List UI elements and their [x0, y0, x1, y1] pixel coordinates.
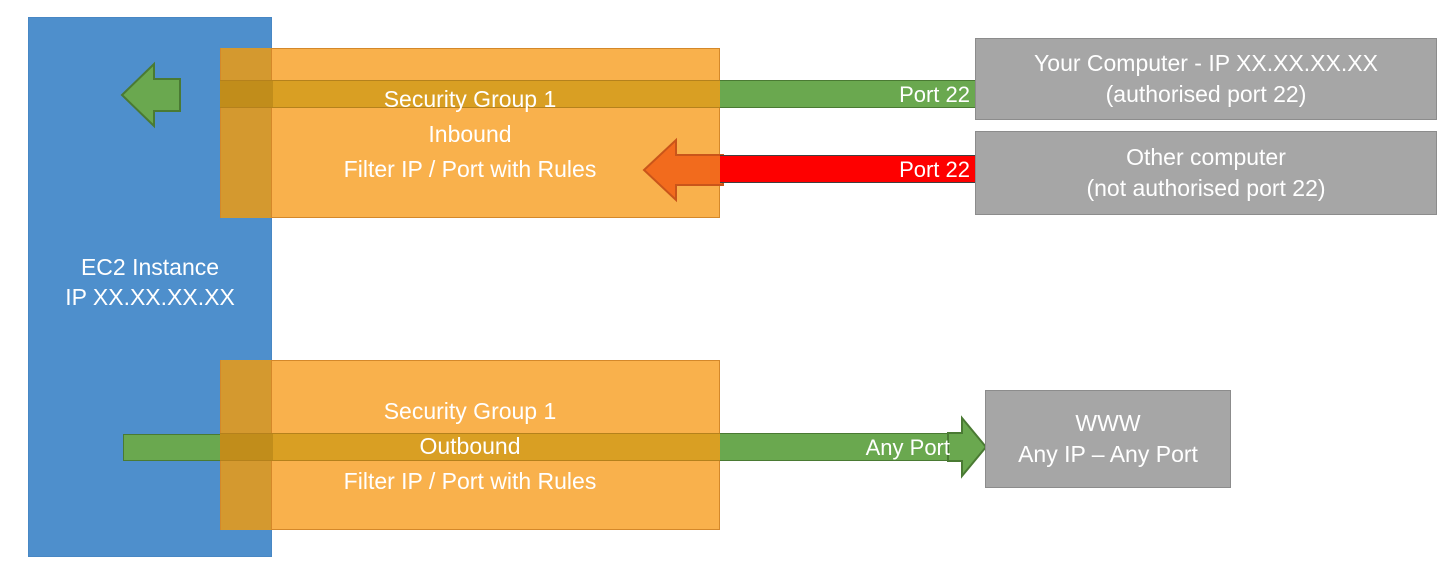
- inbound-blocked-arrow-icon: [642, 137, 724, 203]
- endpoint-www: WWW Any IP – Any Port: [985, 390, 1231, 488]
- outbound-allowed-connector: [720, 433, 950, 461]
- inbound-allowed-traversal-bar: [272, 80, 721, 108]
- inbound-allowed-port-label: Port 22: [899, 82, 970, 107]
- security-group-inbound-box: [220, 48, 720, 218]
- endpoint-your-computer: Your Computer - IP XX.XX.XX.XX (authoris…: [975, 38, 1437, 120]
- endpoint-other-computer: Other computer (not authorised port 22): [975, 131, 1437, 215]
- outbound-allowed-traversal-bar-overlap: [220, 433, 273, 461]
- ec2-instance-label: EC2 Instance IP XX.XX.XX.XX: [65, 254, 235, 310]
- inbound-blocked-connector: [720, 155, 976, 183]
- inbound-allowed-traversal-bar-overlap: [220, 80, 273, 108]
- inbound-allowed-connector: [720, 80, 976, 108]
- outbound-allowed-arrow-icon: [947, 415, 988, 479]
- outbound-allowed-port-label: Any Port: [865, 435, 950, 460]
- outbound-allowed-traversal-bar: [272, 433, 721, 461]
- inbound-blocked-port-label: Port 22: [899, 157, 970, 182]
- inbound-allowed-arrow-icon: [120, 61, 181, 129]
- security-group-inbound-overlap: [220, 48, 272, 218]
